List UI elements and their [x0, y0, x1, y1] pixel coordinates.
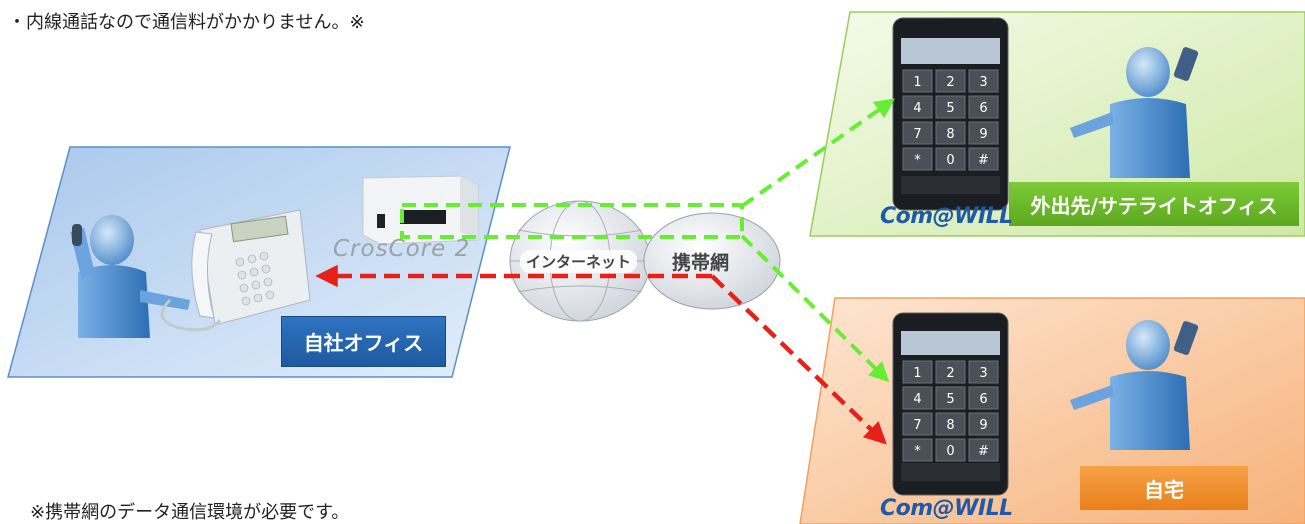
keypad-key [968, 438, 999, 462]
office-label: 自社オフィス [281, 316, 446, 367]
keypad-key [902, 147, 933, 171]
keypad-key [935, 360, 966, 384]
remote-person-figure [1070, 47, 1199, 178]
keypad-key [968, 360, 999, 384]
smartphone-remote: 1 2 3 4 5 6 7 8 9 * 0 # [892, 17, 1009, 211]
keypad-key-label: # [978, 153, 989, 168]
keypad-key [968, 121, 999, 145]
keypad-key-label: 7 [913, 418, 921, 433]
keypad-key [968, 95, 999, 119]
keypad-key-label: 1 [913, 366, 921, 381]
home-label: 自宅 [1080, 466, 1248, 510]
keypad-key [935, 121, 966, 145]
keypad-key-label: 7 [913, 127, 921, 142]
keypad-key-label: 2 [946, 75, 954, 90]
pbx-device [362, 175, 479, 245]
keypad-key-label: 4 [913, 392, 921, 407]
office-person-figure [70, 215, 190, 338]
keypad-key-label: 5 [946, 392, 954, 407]
keypad-key [968, 412, 999, 436]
keypad-key-label: 4 [913, 101, 921, 116]
keypad-key [935, 69, 966, 93]
keypad-key [902, 386, 933, 410]
home-person-figure [1070, 320, 1199, 450]
note-free-calls: ・内線通話なので通信料がかかりません。※ [8, 12, 365, 33]
keypad-key-label: 6 [979, 392, 987, 407]
keypad-key [968, 147, 999, 171]
keypad-key [902, 438, 933, 462]
keypad-key [935, 412, 966, 436]
keypad-key [935, 95, 966, 119]
green-arrow-to-remote [740, 98, 895, 208]
keypad-key [968, 69, 999, 93]
keypad-key-label: 3 [979, 75, 987, 90]
keypad-key-label: 9 [979, 127, 987, 142]
red-arrow-to-home [710, 274, 887, 445]
green-dashed-loop [400, 203, 744, 239]
note-mobile-data-required: ※携帯網のデータ通信環境が必要です。 [30, 502, 350, 523]
keypad-key [935, 386, 966, 410]
keypad-key-label: 2 [946, 366, 954, 381]
mobile-network-label: 携帯網 [672, 252, 730, 274]
app-brand-logo-home: Com@WILL [880, 496, 1013, 521]
keypad-key-label: 5 [946, 101, 954, 116]
remote-office-label: 外出先/サテライトオフィス [1009, 182, 1299, 226]
keypad-key-label: 9 [979, 418, 987, 433]
app-brand-logo-remote: Com@WILL [880, 204, 1013, 229]
keypad-key-label: 0 [946, 444, 954, 459]
keypad-key-label: * [914, 444, 921, 459]
keypad-key-label: 6 [979, 101, 987, 116]
keypad-key [902, 121, 933, 145]
keypad-key [902, 412, 933, 436]
keypad-key-label: # [978, 444, 989, 459]
keypad-key [935, 438, 966, 462]
keypad-key [935, 147, 966, 171]
green-arrow-to-home [740, 234, 890, 383]
keypad-key [902, 69, 933, 93]
keypad-key-label: 1 [913, 75, 921, 90]
keypad-key-label: 8 [946, 418, 954, 433]
keypad-key [968, 386, 999, 410]
keypad-key-label: 8 [946, 127, 954, 142]
keypad-key-label: 3 [979, 366, 987, 381]
smartphone-home: 1 2 3 4 5 6 7 8 9 * 0 # [892, 312, 1009, 496]
keypad-key [902, 360, 933, 384]
desk-phone-figure [160, 209, 311, 332]
mobile-network-globe [643, 212, 781, 310]
keypad-key-label: * [914, 153, 921, 168]
keypad-key [902, 95, 933, 119]
internet-label: インターネット [520, 250, 638, 273]
keypad-key-label: 0 [946, 153, 954, 168]
pbx-brand-label: CrosCore 2 [333, 236, 471, 262]
